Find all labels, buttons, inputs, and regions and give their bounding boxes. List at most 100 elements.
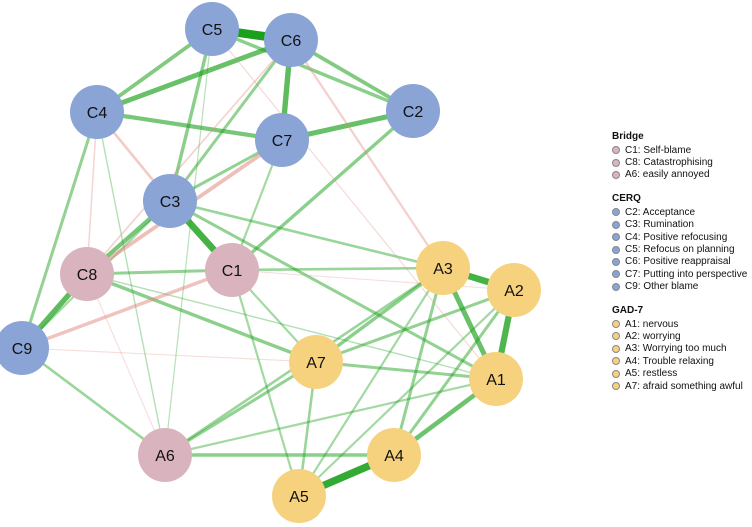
node-label: C2 <box>403 104 424 121</box>
legend-item: C3: Rumination <box>612 219 752 231</box>
edge-c3-a3 <box>168 199 445 270</box>
node-label: C3 <box>160 194 181 211</box>
legend-item: A3: Worrying too much <box>612 343 752 355</box>
legend-item: C2: Acceptance <box>612 206 752 218</box>
node-circle <box>70 85 124 139</box>
node-c1: C1 <box>205 243 259 297</box>
edge-c9-c1 <box>20 268 234 350</box>
legend-swatch-dot-icon <box>612 282 620 291</box>
edge-c4-c7 <box>94 109 285 143</box>
edge-c5-c3 <box>168 27 214 203</box>
node-c7: C7 <box>255 113 309 167</box>
edge-a5-a3 <box>297 266 445 498</box>
legend-item: C1: Self-blame <box>612 144 752 156</box>
node-circle <box>0 321 49 375</box>
legend-item-label: C6: Positive reappraisal <box>625 256 731 268</box>
legend-swatch-dot-icon <box>612 208 620 217</box>
node-a7: A7 <box>289 335 343 389</box>
node-a4: A4 <box>367 428 421 482</box>
node-c2: C2 <box>386 84 440 138</box>
node-circle <box>289 335 343 389</box>
node-label: A6 <box>155 448 175 465</box>
node-a6: A6 <box>138 428 192 482</box>
edge-c4-a6 <box>96 111 166 456</box>
legend-swatch-dot-icon <box>612 320 620 329</box>
node-label: A2 <box>504 283 524 300</box>
edge-c3-a1 <box>168 199 498 381</box>
legend-item-label: A2: worrying <box>625 330 681 342</box>
edge-c2-c1 <box>230 109 415 272</box>
edge-a6-a1 <box>163 377 498 457</box>
legend-item-label: A7: afraid something awful <box>625 380 743 392</box>
legend-item-label: C2: Acceptance <box>625 206 696 218</box>
legend-item-label: A3: Worrying too much <box>625 343 727 355</box>
legend-item: C9: Other blame <box>612 281 752 293</box>
legend-swatch-dot-icon <box>612 158 620 167</box>
legend-item: C6: Positive reappraisal <box>612 256 752 268</box>
node-label: C8 <box>77 267 98 284</box>
edge-a3-a4 <box>392 266 445 457</box>
legend-item: C7: Putting into perspective <box>612 268 752 280</box>
legend-item-label: C5: Refocus on planning <box>625 244 735 256</box>
edge-a7-a1 <box>314 360 498 381</box>
node-c3: C3 <box>143 174 197 228</box>
edge-c5-a6 <box>164 28 213 456</box>
legend-item: A1: nervous <box>612 318 752 330</box>
edge-c5-a1 <box>211 28 497 380</box>
legend-swatch-dot-icon <box>612 382 620 391</box>
edge-a2-a4 <box>392 288 516 457</box>
legend-swatch-dot-icon <box>612 332 620 341</box>
node-circle <box>469 352 523 406</box>
node-c6: C6 <box>264 13 318 67</box>
legend-swatch-dot-icon <box>612 233 620 242</box>
node-c4: C4 <box>70 85 124 139</box>
node-c8: C8 <box>60 247 114 301</box>
legend-item-label: A6: easily annoyed <box>625 169 710 181</box>
legend-item-label: A4: Trouble relaxing <box>625 355 714 367</box>
legend-item-label: C3: Rumination <box>625 219 694 231</box>
node-circle <box>272 469 326 523</box>
edge-c6-c8 <box>86 39 292 275</box>
node-label: C4 <box>87 105 108 122</box>
edge-c4-c8 <box>86 111 98 275</box>
legend-swatch-dot-icon <box>612 257 620 266</box>
legend-item: A6: easily annoyed <box>612 169 752 181</box>
legend-item: A2: worrying <box>612 330 752 342</box>
node-a2: A2 <box>487 263 541 317</box>
legend-group-title: GAD-7 <box>612 304 644 316</box>
edge-c9-a7 <box>21 347 317 363</box>
legend-swatch-dot-icon <box>612 146 620 155</box>
edge-c1-a5 <box>230 268 301 498</box>
legend-item-label: C1: Self-blame <box>625 144 692 156</box>
node-label: A4 <box>384 448 404 465</box>
node-circle <box>143 174 197 228</box>
legend-group-title: CERQ <box>612 193 641 205</box>
legend-swatch-dot-icon <box>612 344 620 353</box>
edge-c4-c9 <box>20 110 99 350</box>
node-label: C5 <box>202 22 223 39</box>
legend-item-label: C8: Catastrophising <box>625 157 713 169</box>
node-circle <box>205 243 259 297</box>
legend-item-label: C9: Other blame <box>625 281 699 293</box>
node-label: A1 <box>486 372 506 389</box>
edge-c6-c3 <box>168 38 293 203</box>
legend-swatch-dot-icon <box>612 170 620 179</box>
node-label: C6 <box>281 33 302 50</box>
legend-item: C4: Positive refocusing <box>612 231 752 243</box>
edge-c6-c4 <box>94 37 294 115</box>
node-circle <box>264 13 318 67</box>
edge-c8-a1 <box>86 273 497 380</box>
node-label: C7 <box>272 133 293 150</box>
legend-swatch-dot-icon <box>612 357 620 366</box>
legend-item: C8: Catastrophising <box>612 156 752 168</box>
edge-a5-a2 <box>297 288 516 498</box>
node-a5: A5 <box>272 469 326 523</box>
edge-a6-a7 <box>163 360 318 457</box>
node-label: A5 <box>289 489 309 506</box>
legend-swatch-dot-icon <box>612 270 620 279</box>
